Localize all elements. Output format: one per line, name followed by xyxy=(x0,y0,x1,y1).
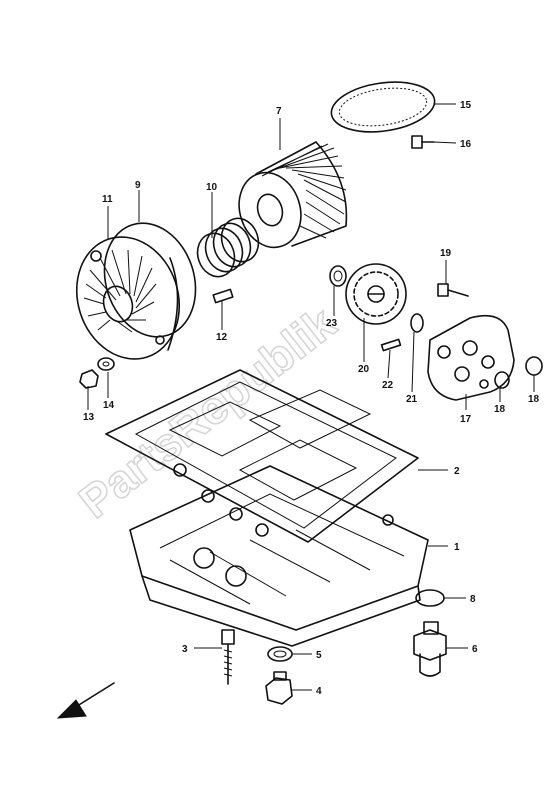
washer-21-drawing xyxy=(410,313,424,333)
oil-filter-drawing xyxy=(238,141,348,249)
callout-label-5: 5 xyxy=(316,650,322,661)
callout-label-14: 14 xyxy=(103,400,115,411)
callout-label-7: 8 xyxy=(470,594,476,605)
callout-label-9: 9 xyxy=(135,180,141,191)
oil-filter-cover-drawing xyxy=(75,236,181,360)
callout-label-17: 17 xyxy=(460,414,472,425)
callout-label-4: 4 xyxy=(316,686,322,697)
pin-22-drawing xyxy=(380,338,402,352)
bolt-3-drawing xyxy=(221,629,235,685)
callout-label-20: 20 xyxy=(358,364,370,375)
callout-label-15: 15 xyxy=(460,100,472,111)
callout-label-10: 10 xyxy=(206,182,218,193)
callout-label-18-left: 18 xyxy=(494,404,506,415)
o-ring-18-right-drawing xyxy=(525,356,543,376)
nut-13-drawing xyxy=(79,369,99,389)
oil-pump-gear-drawing xyxy=(345,263,407,325)
o-ring-18-left-drawing xyxy=(494,371,510,389)
o-ring-9-drawing xyxy=(103,222,197,338)
callout-label-1: 1 xyxy=(454,542,460,553)
oil-pump-drawing xyxy=(427,314,515,401)
washer-14-drawing xyxy=(97,357,115,371)
callout-label-12: 12 xyxy=(216,332,228,343)
oil-strainer-drawing xyxy=(330,81,436,133)
direction-arrow-icon xyxy=(56,682,115,719)
circlip-23-drawing xyxy=(329,265,347,287)
drain-plug-drawing xyxy=(265,671,293,705)
bolt-16-drawing xyxy=(411,135,435,149)
callout-label-3: 3 xyxy=(182,644,188,655)
oil-pan-drawing xyxy=(129,465,429,647)
spring-drawing xyxy=(196,217,260,278)
callout-label-8: 7 xyxy=(276,106,282,117)
callout-label-18-right: 18 xyxy=(528,394,540,405)
callout-label-6: 6 xyxy=(472,644,478,655)
leader-lines xyxy=(87,103,535,691)
oil-pan-gasket-drawing xyxy=(105,369,419,543)
bolt-19-drawing xyxy=(437,283,469,297)
pin-12-drawing xyxy=(212,288,234,304)
callout-label-13: 13 xyxy=(83,412,95,423)
callout-label-23: 23 xyxy=(326,318,338,329)
callout-label-21: 21 xyxy=(406,394,418,405)
callout-label-16: 16 xyxy=(460,139,472,150)
callout-label-19: 19 xyxy=(440,248,452,259)
callout-label-2: 2 xyxy=(454,466,460,477)
watermark: PartsRepublik xyxy=(69,296,345,528)
callout-label-22: 22 xyxy=(382,380,394,391)
oil-pressure-switch-drawing xyxy=(413,621,447,677)
callout-label-11: 11 xyxy=(102,194,113,205)
gasket-5-drawing xyxy=(267,646,293,662)
